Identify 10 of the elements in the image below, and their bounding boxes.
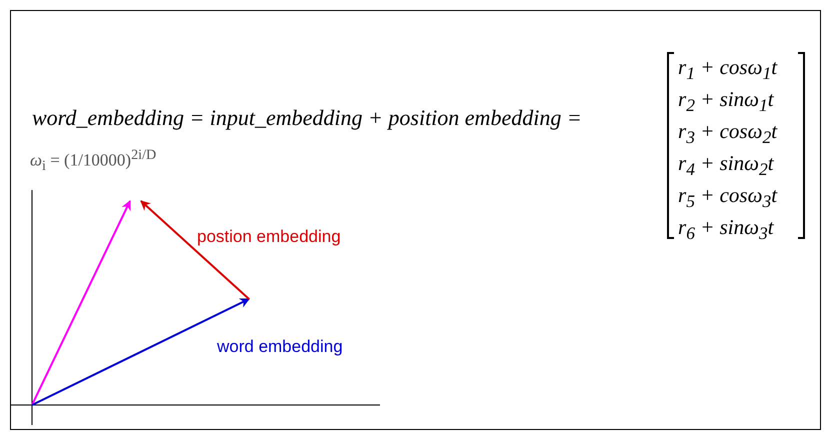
matrix-entry: r$_{3}$ + cosω$_{2}$t: [678, 121, 778, 147]
vector-label: word embedding: [217, 338, 343, 355]
embedding-equation: word_embedding = input_embedding + position embedding =: [32, 107, 582, 129]
vector-label: postion embedding: [197, 228, 341, 245]
matrix-entry: r$_{5}$ + cosω$_{3}$t: [678, 185, 778, 211]
frequency-formula: ω$_{i}$ = (1/10000)$^{2i/D}$: [30, 148, 156, 174]
matrix-entry: r$_{6}$ + sinω$_{3}$t: [678, 217, 774, 243]
matrix-entry: r$_{1}$ + cosω$_{1}$t: [678, 57, 778, 83]
matrix-entry: r$_{2}$ + sinω$_{1}$t: [678, 89, 774, 115]
matrix-entry: r$_{4}$ + sinω$_{2}$t: [678, 153, 774, 179]
